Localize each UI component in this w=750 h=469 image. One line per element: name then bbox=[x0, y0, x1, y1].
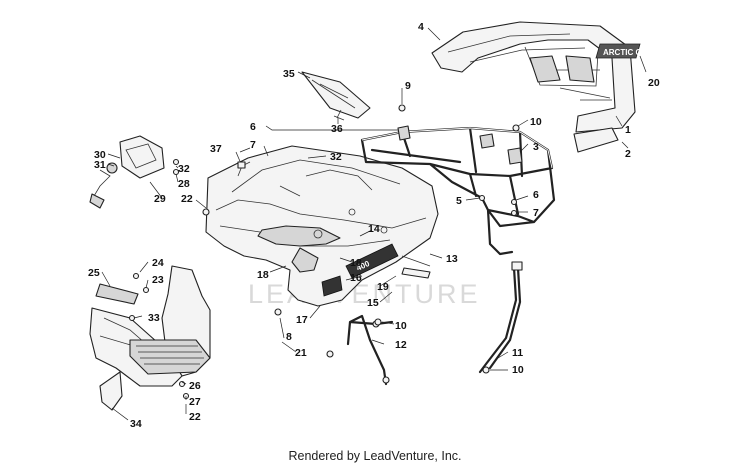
rear-fender-body: 400 bbox=[205, 145, 439, 307]
callout-33: 33 bbox=[148, 312, 160, 324]
tail-light-assembly bbox=[89, 135, 180, 209]
callout-16: 16 bbox=[350, 272, 362, 284]
callout-9: 9 bbox=[405, 80, 411, 92]
callout-13: 13 bbox=[446, 253, 458, 265]
callout-36: 36 bbox=[331, 123, 343, 135]
callout-27: 27 bbox=[189, 396, 201, 408]
footer-credit: Rendered by LeadVenture, Inc. bbox=[288, 449, 462, 463]
callout-37: 37 bbox=[210, 143, 222, 155]
callout-28: 28 bbox=[178, 178, 190, 190]
callout-1: 1 bbox=[625, 124, 631, 136]
callout-32b: 32 bbox=[178, 163, 190, 175]
callout-12: 12 bbox=[395, 339, 407, 351]
leader-lines bbox=[101, 27, 647, 421]
callout-14: 14 bbox=[368, 223, 380, 235]
callout-23: 23 bbox=[152, 274, 164, 286]
rear-trim-panel bbox=[573, 127, 619, 153]
callout-7a: 7 bbox=[250, 139, 256, 151]
callout-3: 3 bbox=[533, 141, 539, 153]
callout-25: 25 bbox=[88, 267, 100, 279]
callout-4: 4 bbox=[418, 21, 424, 33]
wire-clip bbox=[235, 151, 251, 177]
callout-22a: 22 bbox=[181, 193, 193, 205]
rack-decal: ARCTIC CAT bbox=[595, 43, 651, 59]
callout-34: 34 bbox=[130, 418, 142, 430]
callout-5: 5 bbox=[456, 195, 462, 207]
callout-15: 15 bbox=[367, 297, 379, 309]
callout-8: 8 bbox=[286, 331, 292, 343]
left-footwell bbox=[89, 265, 211, 411]
callout-32a: 32 bbox=[330, 151, 342, 163]
callout-18b: 18 bbox=[350, 257, 362, 269]
callout-6a: 6 bbox=[250, 121, 256, 133]
callout-29: 29 bbox=[154, 193, 166, 205]
rack-decal-text: ARCTIC CAT bbox=[603, 48, 651, 57]
callout-7b: 7 bbox=[533, 207, 539, 219]
callout-10b: 10 bbox=[395, 320, 407, 332]
callout-10c: 10 bbox=[512, 364, 524, 376]
callout-30: 30 bbox=[94, 149, 106, 161]
callout-17: 17 bbox=[296, 314, 308, 326]
callout-6b: 6 bbox=[533, 189, 539, 201]
callout-31: 31 bbox=[94, 159, 106, 171]
callout-22b: 22 bbox=[189, 411, 201, 423]
callout-labels: 4 1 2 20 35 36 9 10 3 6 7 6 7 5 37 32 22… bbox=[88, 21, 660, 430]
callout-2: 2 bbox=[625, 148, 631, 160]
callout-20: 20 bbox=[648, 77, 660, 89]
callout-18a: 18 bbox=[257, 269, 269, 281]
callout-24: 24 bbox=[152, 257, 164, 269]
heat-shield bbox=[301, 71, 371, 121]
callout-21: 21 bbox=[295, 347, 307, 359]
callout-10a: 10 bbox=[530, 116, 542, 128]
upper-rear-rack bbox=[431, 21, 636, 133]
callout-35: 35 bbox=[283, 68, 295, 80]
callout-11: 11 bbox=[512, 347, 523, 359]
center-hardware bbox=[202, 208, 431, 358]
callout-26: 26 bbox=[189, 380, 201, 392]
tubular-rack-frame bbox=[360, 104, 556, 256]
callout-19: 19 bbox=[377, 281, 389, 293]
watermark-text: LEADVENTURE bbox=[248, 279, 481, 309]
rear-support-tube bbox=[478, 261, 523, 374]
side-bracket bbox=[346, 314, 394, 386]
